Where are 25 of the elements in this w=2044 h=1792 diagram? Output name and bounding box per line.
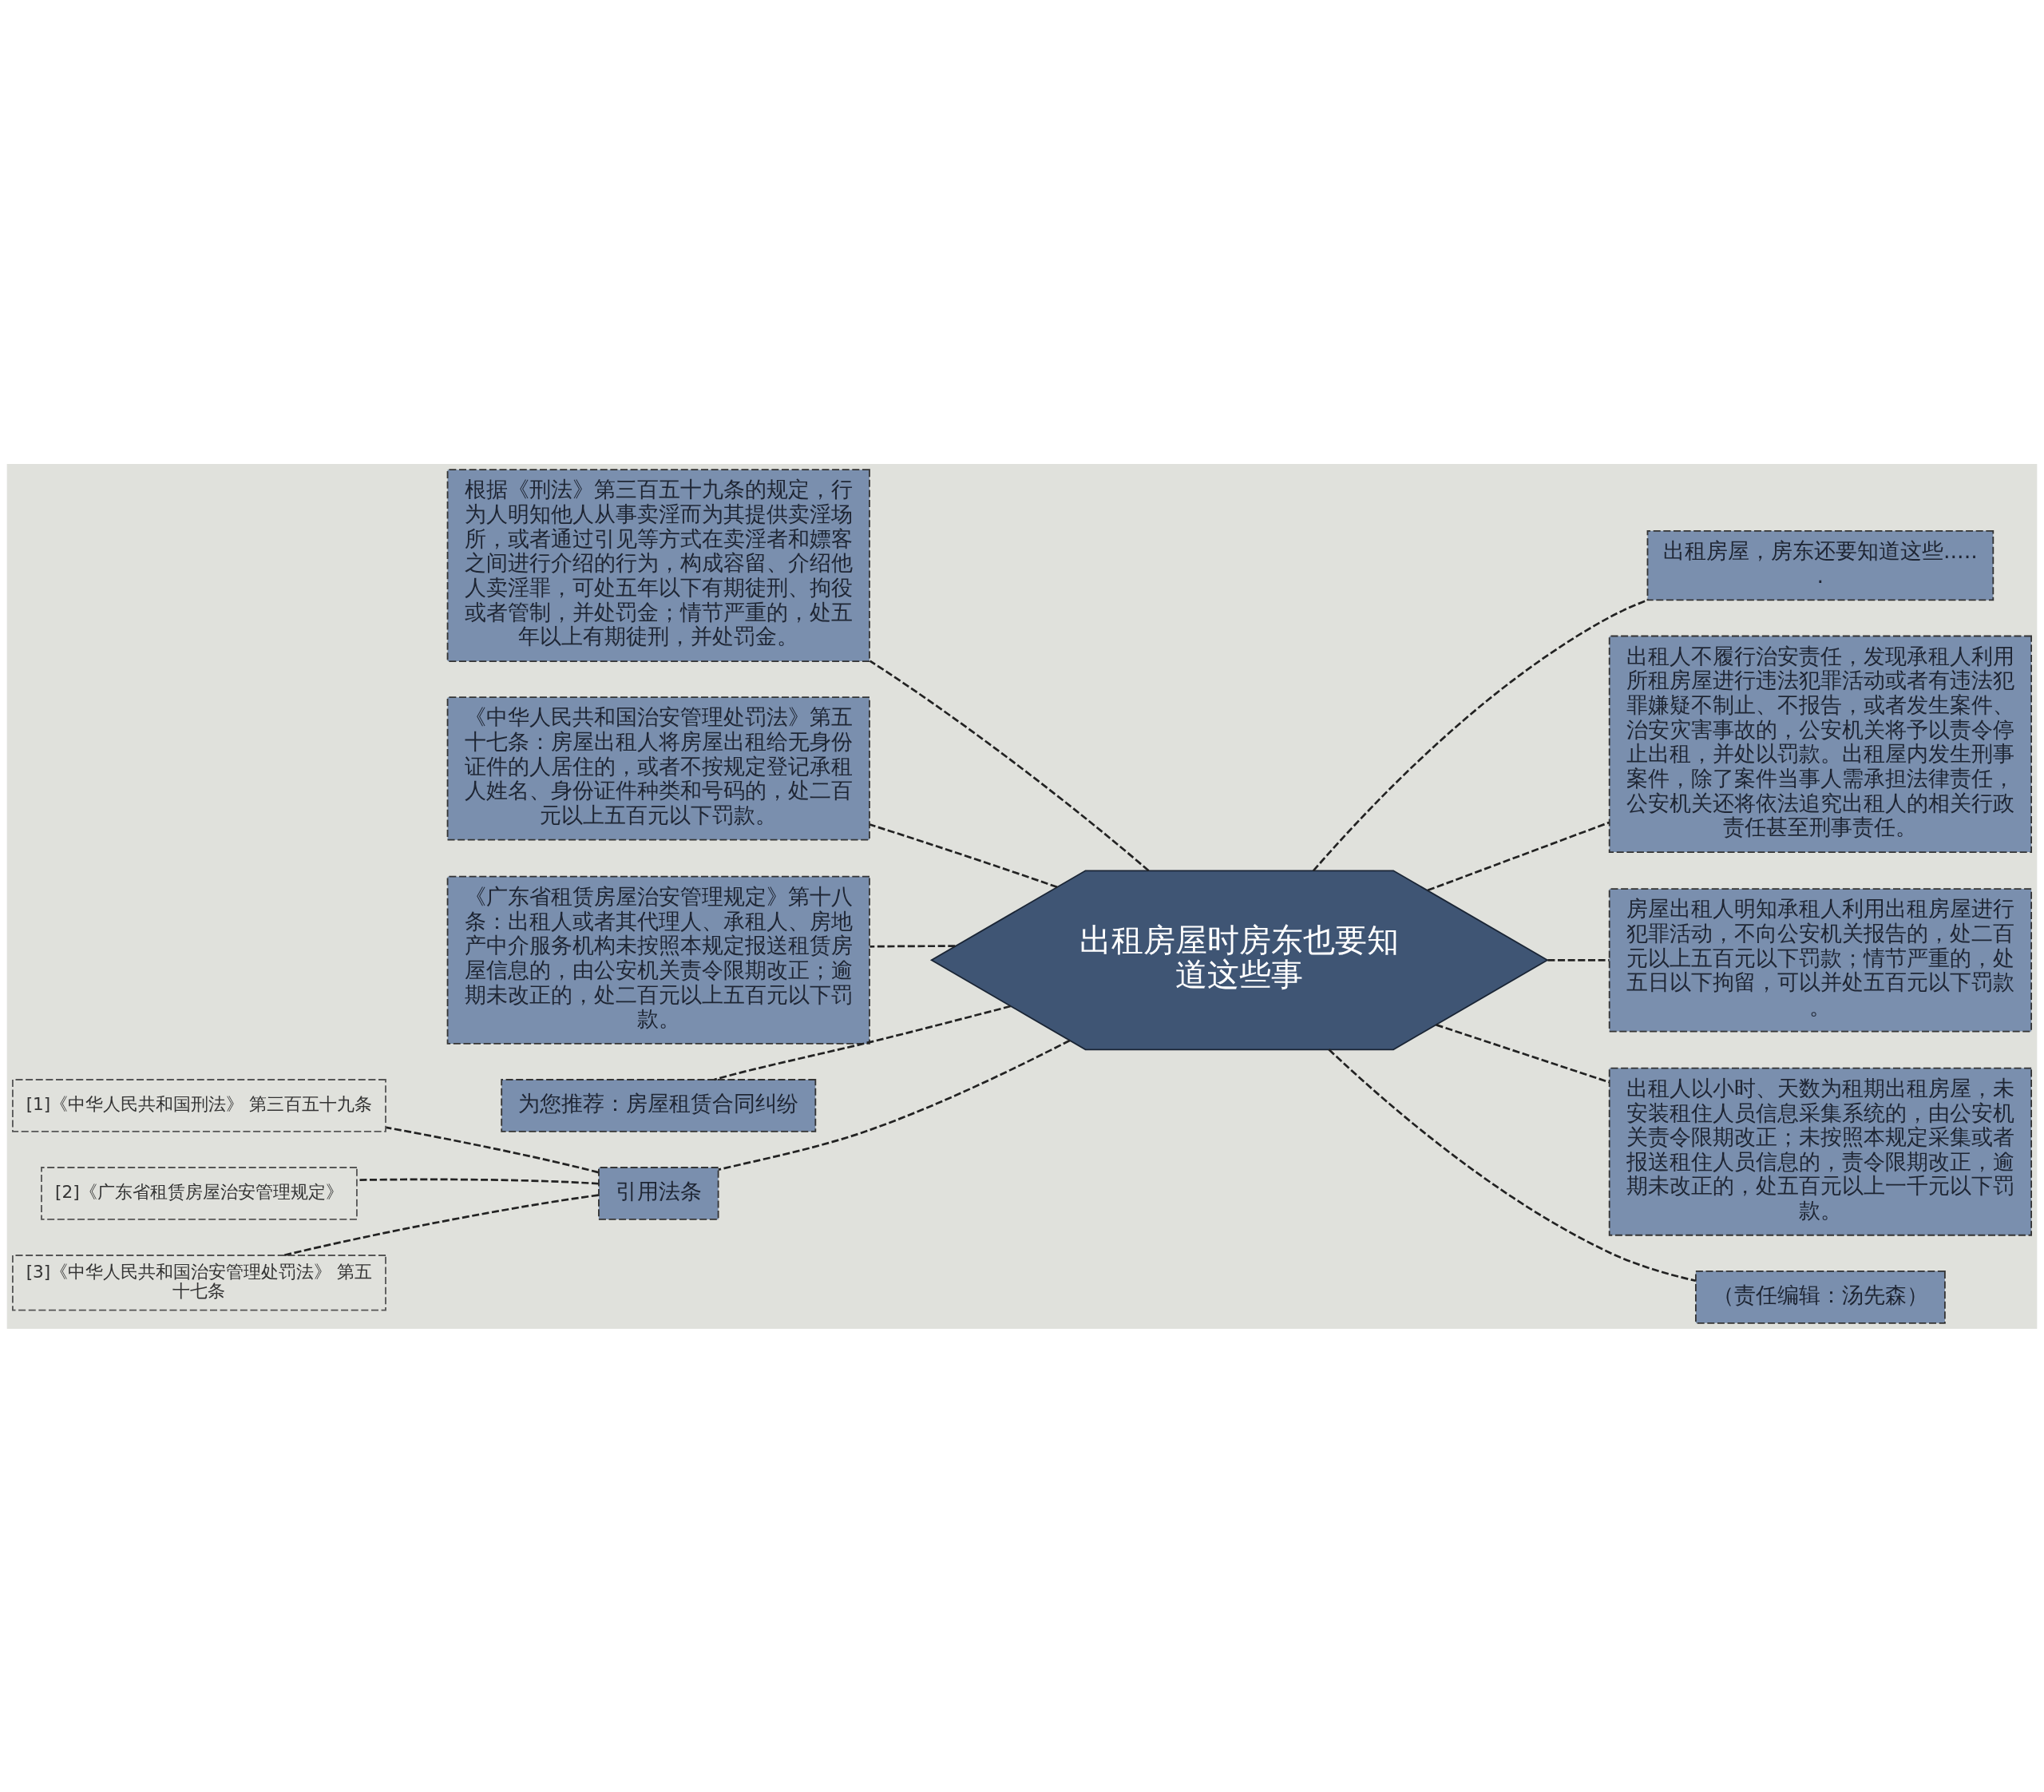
node-box: 根据《刑法》第三百五十九条的规定，行为人明知他人从事卖淫而为其提供卖淫场所，或者通过引见等方式在卖淫者和嫖客之间进行介绍的行为，构成容留、介绍他人卖淫罪，可处五年以下有期徒刑、拘役或者管制，并处罚金；情节严重的，处五年以上有期徒刑，并处罚金。	[446, 468, 870, 662]
node-box: 为您推荐：房屋租赁合同纠纷	[501, 1078, 817, 1132]
connector	[1547, 958, 1610, 961]
connector	[1328, 1048, 1696, 1282]
connector	[718, 1039, 1071, 1171]
node-box: 出租人以小时、天数为租期出租房屋，未安装租住人员信息采集系统的，由公安机关责令限期改正；未按照本规定采集或者报送租住人员信息的，责令限期改正，逾期未改正的，处五百元以上一千元以下罚款。	[1608, 1067, 2032, 1236]
connector	[869, 823, 1058, 888]
node-box: [3]《中华人民共和国治安管理处罚法》 第五十七条	[12, 1254, 386, 1310]
connector	[869, 659, 1150, 871]
node-box: 《广东省租赁房屋治安管理规定》第十八条：出租人或者其代理人、承租人、房地产中介服务机构未按照本规定报送租赁房屋信息的，由公安机关责令限期改正；逾期未改正的，处二百元以上五百元以下罚款。	[446, 875, 870, 1045]
connector	[283, 1193, 599, 1256]
node-box: [1]《中华人民共和国刑法》 第三百五十九条	[12, 1078, 386, 1132]
connector	[1427, 821, 1610, 891]
connector	[714, 1005, 1011, 1080]
connector	[869, 944, 956, 948]
node-box: 《中华人民共和国治安管理处罚法》第五十七条：房屋出租人将房屋出租给无身份证件的人居住的，或者不按规定登记承租人姓名、身份证件种类和号码的，处二百元以上五百元以下罚款。	[446, 696, 870, 841]
node-box: （责任编辑：汤先森）	[1695, 1270, 1946, 1324]
node-box: 出租房屋，房东还要知道这些......	[1646, 529, 1994, 601]
connector	[386, 1126, 599, 1173]
node-box: 出租人不履行治安责任，发现承租人利用所租房屋进行违法犯罪活动或者有违法犯罪嫌疑不制止、不报告，或者发生案件、治安灾害事故的，公安机关将予以责令停止出租，并处以罚款。出租屋内发生刑事案件，除了案件当事人需承担法律责任，公安机关还将依法追究出租人的相关行政责任甚至刑事责任。	[1608, 635, 2032, 853]
connector	[357, 1178, 599, 1185]
connector	[1436, 1023, 1610, 1083]
node-box: 引用法条	[598, 1166, 719, 1220]
node-box: 房屋出租人明知承租人利用出租房屋进行犯罪活动，不向公安机关报告的，处二百元以上五百元以下罚款；情节严重的，处五日以下拘留，可以并处五百元以下罚款。	[1608, 887, 2032, 1032]
node-box: [2]《广东省租赁房屋治安管理规定》	[41, 1166, 358, 1220]
